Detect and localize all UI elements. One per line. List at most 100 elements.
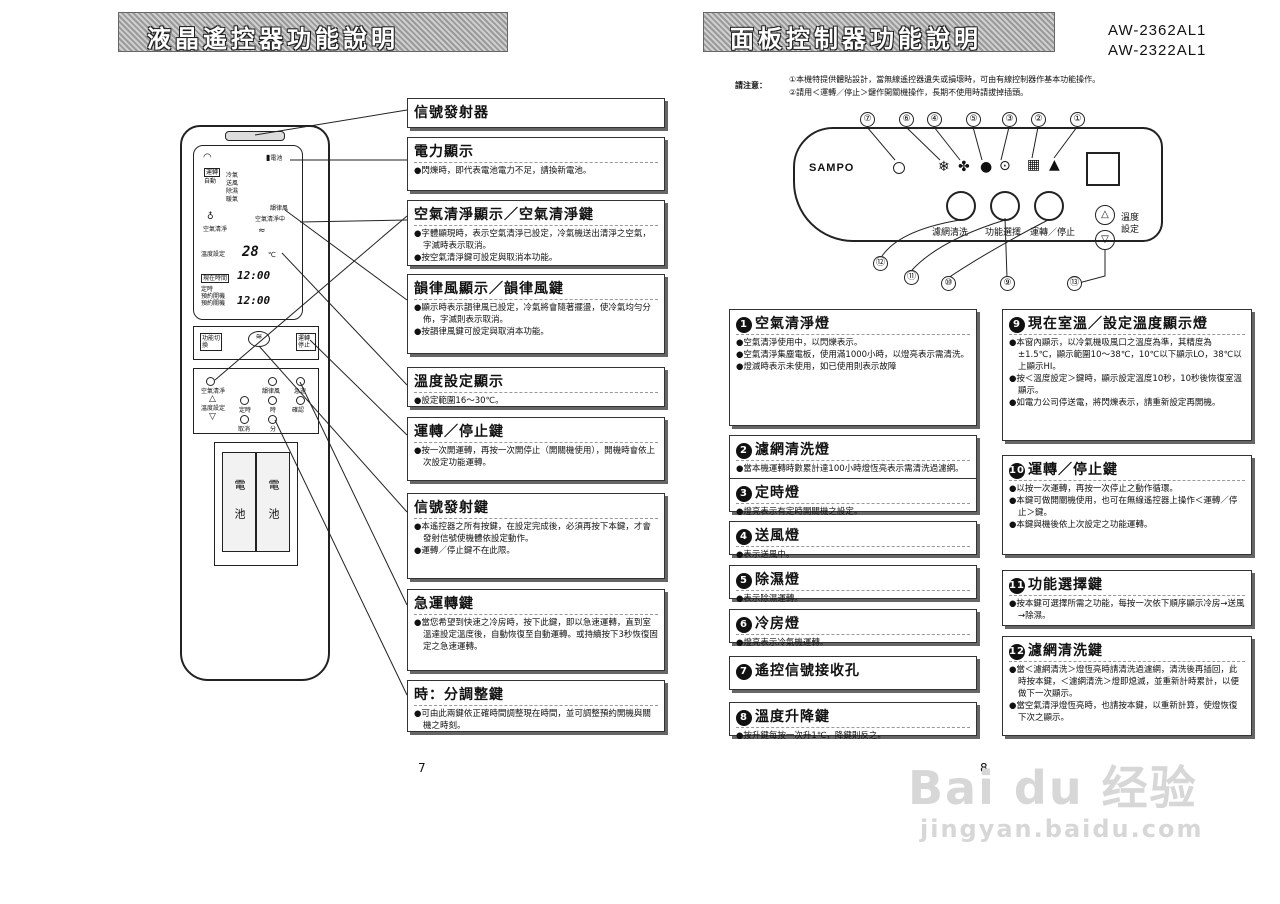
box-number: 12 [1009, 644, 1025, 660]
right-header: 面板控制器功能說明 [703, 12, 1055, 53]
panel-run-stop-button[interactable] [1034, 191, 1064, 221]
callout-2: ② [1031, 112, 1046, 127]
timer-label: 定時 [201, 286, 214, 293]
box-title-text: 冷房燈 [755, 616, 800, 632]
rhythm-button[interactable] [268, 377, 277, 386]
callout-9: ⑨ [1000, 276, 1015, 291]
box-number: 2 [736, 443, 752, 459]
box-text: ●字體顯現時，表示空氣清淨已設定，冷氣機送出清淨之空氣，字滅時表示取消。 [414, 229, 651, 251]
panel-label-filter: 濾網清洗 [932, 228, 969, 238]
remote-upper-panel [193, 326, 319, 360]
box-text: ●本鍵可做開關機使用，也可在無線遙控器上操作＜運轉／停止＞鍵。 [1009, 496, 1238, 518]
box-number: 7 [736, 664, 752, 680]
box-title: 溫度設定顯示 [414, 371, 658, 393]
battery-slot-2: 電池 [256, 452, 290, 552]
timer-on-label: 預約開機 [201, 293, 226, 300]
box-text: ●按韻律風鍵可設定與取消本功能。 [414, 327, 549, 337]
air-clean-button[interactable] [206, 377, 215, 386]
cancel-button[interactable] [240, 415, 249, 424]
notes-label: 請注意： [735, 81, 767, 90]
battery-1-label: 電池 [233, 479, 246, 537]
box-number: 3 [736, 486, 752, 502]
box-title-text: 送風燈 [755, 528, 800, 544]
box-title: 時：分調整鍵 [414, 684, 658, 706]
left-header: 液晶遙控器功能說明 [118, 12, 508, 53]
function-switch-button[interactable]: 功能切換 [200, 333, 222, 351]
panel-display-window [1086, 152, 1120, 186]
box-turbo: 急運轉鍵 ●當您希望到快速之冷房時，按下此鍵，即以急速運轉，直到室溫達設定溫度後… [407, 589, 665, 671]
box-text: ●以按一次運轉，再按一次停止之動作循環。 [1009, 484, 1178, 494]
clock-display: 12:00 [237, 269, 271, 282]
hour-button[interactable] [268, 396, 277, 405]
box-number: 6 [736, 617, 752, 633]
battery-2-label: 電池 [267, 479, 280, 537]
box-title-text: 遙控信號接收孔 [755, 663, 860, 679]
box-title: 信號發射鍵 [414, 497, 658, 519]
box-number: 5 [736, 573, 752, 589]
box-number: 10 [1009, 463, 1025, 479]
filter-clean-button[interactable] [946, 191, 976, 221]
box-number: 8 [736, 710, 752, 726]
turbo-button[interactable] [296, 377, 305, 386]
box-signal-send: 信號發射鍵 ●本遙控器之所有按鍵，在設定完成後，必須再按下本鍵，才會發射信號使機… [407, 493, 665, 579]
box-text: ●如電力公司停送電，將閃爍表示，請重新設定再開機。 [1009, 398, 1221, 408]
panel-temp-label: 溫度設定 [1121, 213, 1140, 235]
filter-lamp-icon: ▦ [1027, 157, 1041, 173]
left-page-number: 7 [418, 761, 426, 775]
right-page-number: 8 [980, 761, 988, 775]
panel-label-run-stop: 運轉／停止 [1030, 228, 1076, 238]
battery-icon: ▮電池 [266, 153, 283, 162]
box-text: ●閃爍時，即代表電池電力不足，請換新電池。 [414, 166, 592, 176]
dry-lamp-icon: ● [980, 159, 993, 175]
callout-5: ⑤ [966, 112, 981, 127]
cancel-button-label: 取消 [238, 426, 251, 433]
mode-run: 運轉 [204, 168, 221, 177]
timer-button[interactable] [240, 396, 249, 405]
temp-unit: ℃ [268, 251, 276, 259]
control-panel [793, 127, 1163, 242]
baidu-watermark-logo: Bai du 经验 [908, 761, 1198, 815]
box-text: ●當本機運轉時數累計達100小時燈恆亮表示需清洗過濾網。 [736, 464, 964, 474]
timer-button-label: 定時 [239, 407, 252, 414]
temp-down-icon[interactable]: ▽ [209, 412, 216, 422]
box-title-text: 濾網清洗鍵 [1028, 643, 1103, 659]
run-stop-button[interactable]: 運轉停止 [296, 333, 316, 351]
confirm-button[interactable] [296, 396, 305, 405]
rhythm-label: 韻律風 [270, 205, 289, 212]
battery-compartment [214, 442, 298, 566]
minute-button[interactable] [268, 415, 277, 424]
box-title-text: 溫度升降鍵 [755, 709, 830, 725]
box-text: ●按本鍵可選擇所需之功能，每按一次依下順序顯示冷房→送風→除濕。 [1009, 599, 1245, 621]
temp-up-icon[interactable]: △ [209, 394, 216, 404]
temp-down-button[interactable]: ▽ [1095, 230, 1115, 250]
box-text: ●本鍵與機後依上次設定之功能運轉。 [1009, 520, 1153, 530]
clock-label: 現在時間 [201, 274, 230, 283]
timer-display: 12:00 [237, 294, 271, 307]
temp-up-button[interactable]: △ [1095, 205, 1115, 225]
timer-off-label: 預約關機 [201, 300, 226, 307]
timer-lamp-icon: ⊙ [999, 158, 1011, 174]
callout-10: ⑩ [941, 276, 956, 291]
box-text: ●按空氣清淨鍵可設定與取消本功能。 [414, 253, 558, 263]
box-title: 急運轉鍵 [414, 593, 658, 615]
model-number-2: AW-2322AL1 [1108, 42, 1207, 59]
box-number: 1 [736, 317, 752, 333]
battery-label: 電池 [270, 155, 283, 162]
box-text: ●按＜溫度設定＞鍵時，顯示設定溫度10秒，10秒後恢復室溫顯示。 [1009, 374, 1243, 396]
box-title: 空氣清淨顯示／空氣清淨鍵 [414, 204, 658, 226]
box-text: ●運轉／停止鍵不在此限。 [414, 546, 515, 556]
box-title: 電力顯示 [414, 141, 658, 163]
box-rhythm-fan: 韻律風顯示／韻律風鍵 ●顯示時表示韻律風已設定，冷氣將會隨著擺盪，使冷氣均勻分佈… [407, 274, 665, 354]
callout-11: ⑪ [904, 270, 919, 285]
